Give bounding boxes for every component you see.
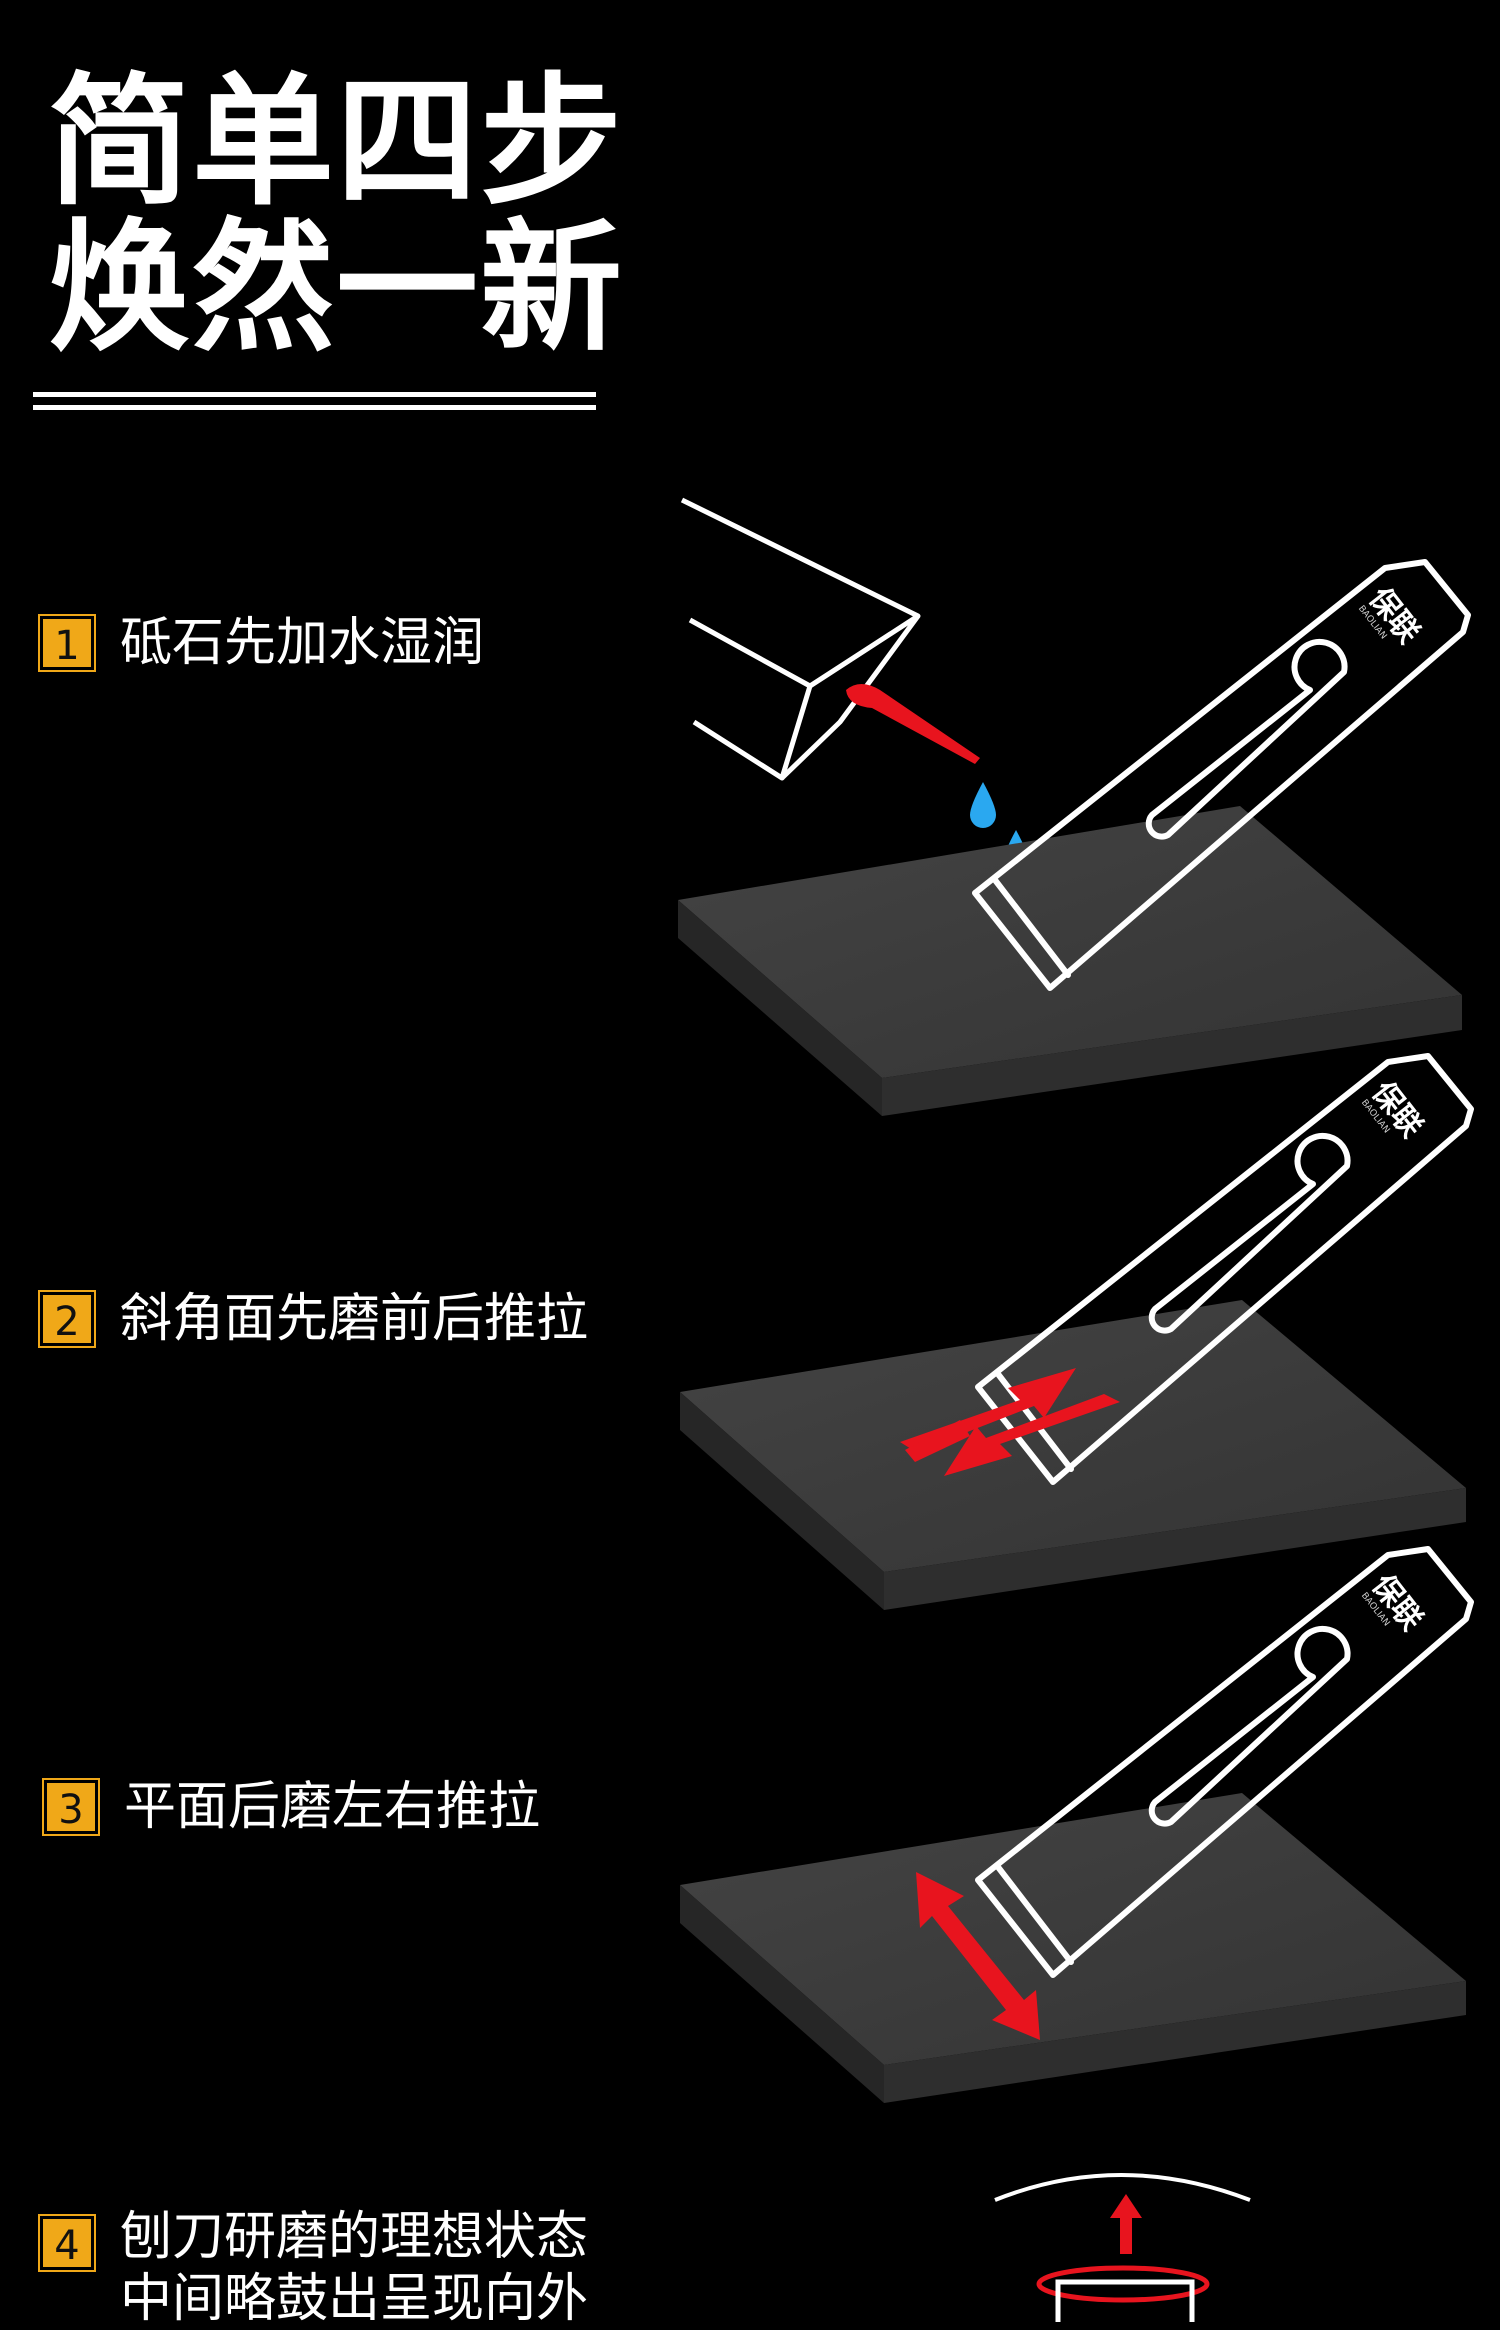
- plane-blade-icon: [972, 559, 1471, 991]
- step-2: 2 斜角面先磨前后推拉: [38, 1288, 589, 1350]
- step-1-number: 1: [38, 614, 96, 672]
- step-4-text-line-1: 刨刀研磨的理想状态: [120, 2207, 589, 2267]
- sharpening-stone-icon: [678, 806, 1462, 1116]
- step-3-text: 平面后磨左右推拉: [124, 1777, 541, 1837]
- sharpening-stone-icon: [680, 1300, 1466, 1610]
- plane-blade-icon: [975, 1546, 1474, 1978]
- water-drop-icon: [970, 782, 996, 828]
- headline-rule-top: [33, 392, 596, 397]
- headline-rule-bottom: [33, 405, 596, 410]
- sharpening-stone-icon: [680, 1793, 1466, 2103]
- step-3-illustration: 保联 BAOLIAN: [680, 1546, 1474, 2103]
- step-4-number: 4: [38, 2214, 96, 2272]
- step-4-text: 刨刀研磨的理想状态 中间略鼓出呈现向外: [120, 2206, 588, 2330]
- brand-mark: 保联 BAOLIAN: [1356, 581, 1426, 650]
- brand-mark: 保联 BAOLIAN: [1359, 1568, 1429, 1637]
- water-stream-icon: [846, 684, 980, 764]
- headline-line-2: 焕然一新: [48, 206, 624, 371]
- step-2-number: 2: [38, 1290, 96, 1348]
- headline-line-1: 简单四步: [48, 60, 624, 225]
- step-2-illustration: 保联 BAOLIAN: [680, 1053, 1474, 1610]
- step-1-text: 砥石先加水湿润: [120, 613, 485, 673]
- brand-mark: 保联 BAOLIAN: [1359, 1075, 1429, 1144]
- step-4-illustration: [994, 2173, 1251, 2322]
- step-1-illustration: 保联 BAOLIAN: [678, 497, 1471, 1116]
- blade-edge-icon: [1055, 2279, 1195, 2322]
- step-2-text: 斜角面先磨前后推拉: [120, 1289, 589, 1349]
- page-headline: 简单四步 焕然一新: [48, 70, 624, 362]
- highlight-ellipse: [1036, 2265, 1210, 2303]
- step-3: 3 平面后磨左右推拉: [42, 1776, 541, 1838]
- curve-line: [994, 2173, 1251, 2202]
- push-pull-arrows-icon: [900, 1368, 1120, 1476]
- step-3-number: 3: [42, 1778, 100, 1836]
- left-right-arrow-icon: [916, 1872, 1040, 2040]
- water-bottle-icon: [680, 497, 921, 781]
- step-1: 1 砥石先加水湿润: [38, 612, 485, 674]
- up-arrow-icon: [1110, 2194, 1142, 2254]
- step-4-text-line-2: 中间略鼓出呈现向外: [120, 2269, 589, 2329]
- step-4: 4 刨刀研磨的理想状态 中间略鼓出呈现向外: [38, 2206, 588, 2330]
